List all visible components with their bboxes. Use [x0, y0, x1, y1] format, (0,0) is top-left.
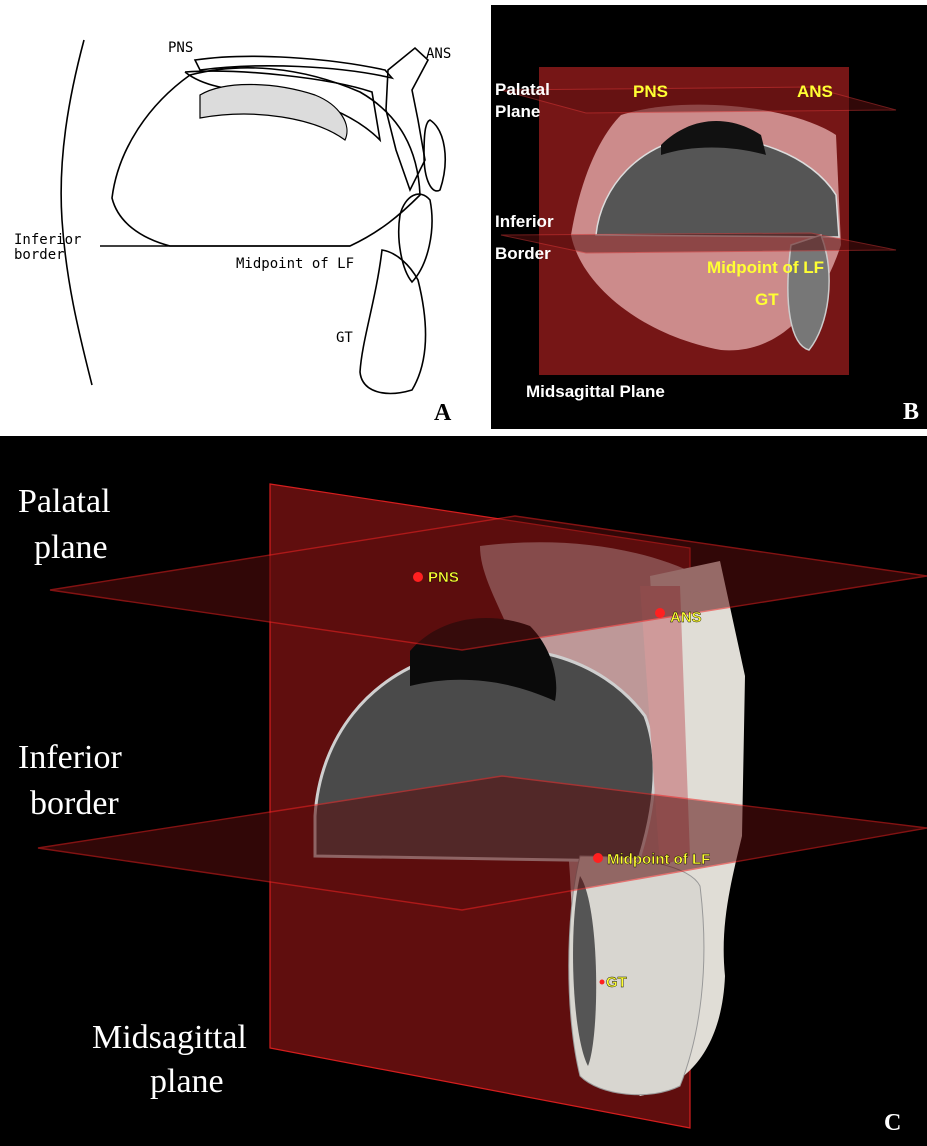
label-midpoint-lf: Midpoint of LF: [236, 256, 354, 272]
panel-c-svg: Palatal plane Inferior border Midsagitta…: [0, 436, 927, 1146]
label-inferior-border-2: border: [14, 247, 65, 263]
panel-c-render: Palatal plane Inferior border Midsagitta…: [0, 436, 927, 1146]
label-pns-c: PNS: [428, 569, 459, 586]
panel-b-svg: Palatal Plane PNS ANS Inferior Border Mi…: [491, 5, 927, 429]
palatal-plane-c: [50, 516, 927, 650]
chin-outline: [360, 250, 426, 393]
panel-letter-c: C: [884, 1110, 901, 1136]
incisor2-outline: [424, 120, 445, 191]
label-palatal-c-1: Palatal: [18, 483, 111, 520]
label-midpoint-b: Midpoint of LF: [707, 258, 824, 277]
point-gt: [600, 980, 605, 985]
label-gt: GT: [336, 330, 353, 346]
label-pns-b: PNS: [633, 82, 668, 101]
inferior-plane-c: [38, 776, 927, 910]
label-midpoint-c: Midpoint of LF: [607, 851, 710, 868]
panel-letter-a: A: [434, 400, 452, 426]
label-palatal-c-2: plane: [34, 529, 108, 566]
incisor-outline: [399, 194, 432, 282]
label-midsagittal-b: Midsagittal Plane: [526, 382, 665, 401]
panel-letter-b: B: [903, 399, 919, 425]
label-inferior-c-2: border: [30, 785, 119, 822]
shaded-sinus: [200, 84, 347, 140]
outer-contour: [61, 40, 92, 385]
label-gt-c: GT: [606, 974, 627, 991]
label-ans: ANS: [426, 46, 451, 62]
label-palatal-1: Palatal: [495, 80, 550, 99]
label-ans-c: ANS: [670, 609, 702, 626]
panel-a-svg: PNS ANS Inferior border Midpoint of LF G…: [0, 0, 484, 432]
label-inferior-c-1: Inferior: [18, 739, 123, 776]
label-midsagittal-c-2: plane: [150, 1063, 224, 1100]
label-midsagittal-c-1: Midsagittal: [92, 1019, 247, 1056]
panel-a-line-drawing: PNS ANS Inferior border Midpoint of LF G…: [0, 0, 484, 432]
point-pns: [413, 572, 423, 582]
point-midpoint-lf: [593, 853, 603, 863]
label-inferior-2: Border: [495, 244, 551, 263]
label-pns: PNS: [168, 40, 193, 56]
palate-band: [195, 56, 392, 78]
panel-b-render: Palatal Plane PNS ANS Inferior Border Mi…: [491, 5, 927, 429]
point-ans: [655, 608, 665, 618]
label-gt-b: GT: [755, 290, 779, 309]
label-palatal-2: Plane: [495, 102, 540, 121]
label-inferior-1: Inferior: [495, 212, 554, 231]
label-ans-b: ANS: [797, 82, 833, 101]
label-inferior-border-1: Inferior: [14, 232, 81, 248]
